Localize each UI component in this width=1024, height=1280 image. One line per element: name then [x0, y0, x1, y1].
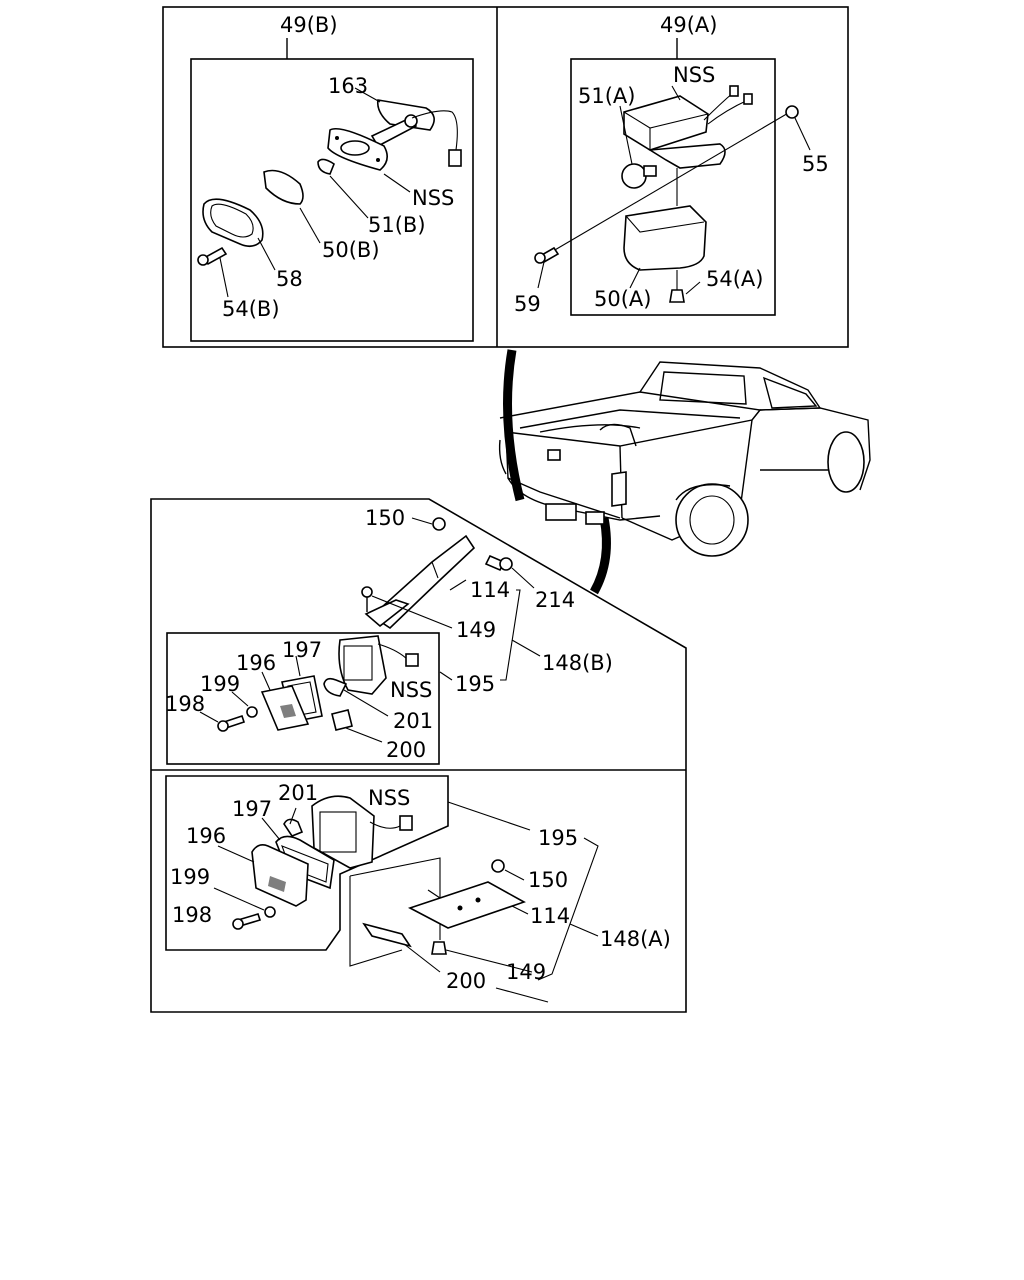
- part-labels: 49(B) 49(A) 163 NSS 51(B) 50(B) 58 54(B)…: [165, 13, 829, 993]
- label-54a: 54(A): [706, 267, 763, 291]
- label-a-195: 195: [538, 826, 578, 850]
- label-51a: 51(A): [578, 84, 635, 108]
- label-59: 59: [514, 292, 541, 316]
- top-panels-frame: [162, 6, 849, 348]
- label-b-214: 214: [535, 588, 575, 612]
- label-a-201: 201: [278, 781, 318, 805]
- label-51b: 51(B): [368, 213, 426, 237]
- license-lamp-b-assembly: [197, 87, 462, 298]
- label-b-150: 150: [365, 506, 405, 530]
- label-b-148b: 148(B): [542, 651, 613, 675]
- label-b-198: 198: [165, 692, 205, 716]
- label-b-199: 199: [200, 672, 240, 696]
- label-55: 55: [802, 152, 829, 176]
- label-a-196: 196: [186, 824, 226, 848]
- label-b-nss: NSS: [390, 678, 432, 702]
- label-a-198: 198: [172, 903, 212, 927]
- label-a-nss: NSS: [368, 786, 410, 810]
- label-163: 163: [328, 74, 368, 98]
- label-b-197: 197: [282, 638, 322, 662]
- label-b-200: 200: [386, 738, 426, 762]
- label-a-148a: 148(A): [600, 927, 671, 951]
- label-a-114: 114: [530, 904, 570, 928]
- label-a-149: 149: [506, 960, 546, 984]
- license-lamp-a-assembly: [534, 85, 811, 303]
- label-b-114: 114: [470, 578, 510, 602]
- side-marker-a-assembly: [213, 795, 599, 1003]
- bottom-panel-frame: [150, 498, 687, 1013]
- label-tr-nss: NSS: [673, 63, 715, 87]
- label-tl-nss: NSS: [412, 186, 454, 210]
- label-b-201: 201: [393, 709, 433, 733]
- side-marker-b-assembly: [199, 517, 541, 743]
- label-a-200: 200: [446, 969, 486, 993]
- label-58: 58: [276, 267, 303, 291]
- label-a-199: 199: [170, 865, 210, 889]
- label-a-150: 150: [528, 868, 568, 892]
- label-50b: 50(B): [322, 238, 380, 262]
- label-b-149: 149: [456, 618, 496, 642]
- panel-title-49b: 49(B): [280, 13, 338, 37]
- label-b-195: 195: [455, 672, 495, 696]
- label-b-196: 196: [236, 651, 276, 675]
- panel-title-49a: 49(A): [660, 13, 717, 37]
- label-54b: 54(B): [222, 297, 280, 321]
- pickup-truck-illustration: [498, 349, 871, 595]
- label-a-197: 197: [232, 797, 272, 821]
- label-50a: 50(A): [594, 287, 651, 311]
